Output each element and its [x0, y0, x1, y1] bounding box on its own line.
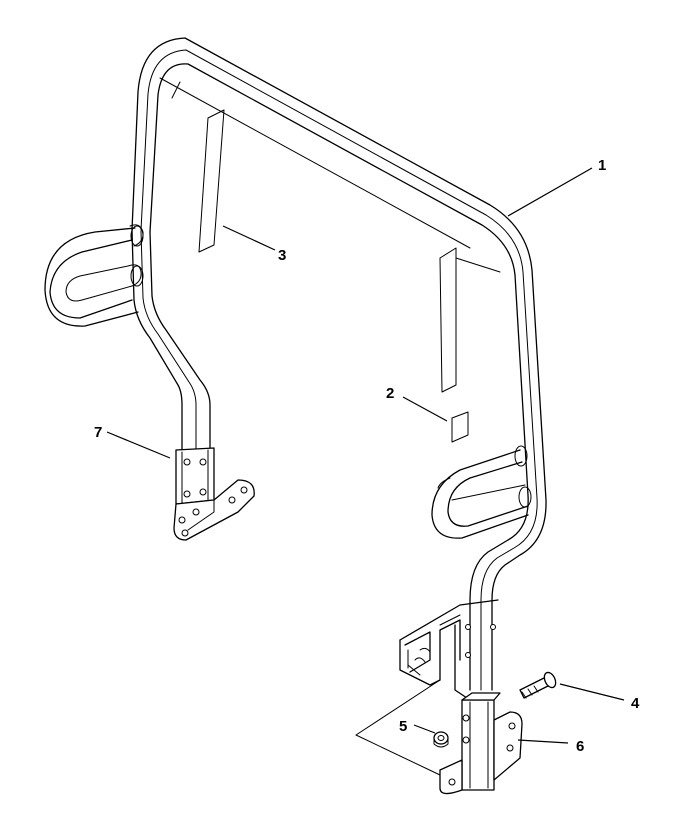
assembly-lines — [355, 679, 441, 776]
callout-3: 3 — [278, 247, 286, 264]
leader-4 — [559, 683, 625, 701]
decal-small — [451, 411, 469, 443]
nut — [433, 731, 449, 748]
decal-right-strip — [439, 247, 457, 393]
leader-5 — [413, 724, 436, 734]
leader-6 — [517, 739, 569, 744]
roll-bar — [44, 37, 547, 691]
callout-1: 1 — [598, 157, 606, 174]
mount-bracket-right — [439, 692, 523, 795]
leader-3 — [222, 225, 276, 251]
callout-4: 4 — [631, 695, 640, 712]
leader-1 — [507, 167, 593, 217]
leader-lines — [106, 167, 625, 744]
callout-5: 5 — [399, 718, 407, 735]
leader-2 — [402, 396, 448, 422]
callout-7: 7 — [94, 424, 102, 441]
mount-bracket-left — [173, 447, 255, 541]
frame-section — [399, 599, 499, 701]
callouts: 1 2 3 4 5 6 7 — [94, 157, 640, 755]
leader-7 — [106, 431, 171, 459]
bolt — [519, 671, 557, 699]
decal-left-strip — [198, 109, 225, 253]
callout-2: 2 — [386, 385, 394, 402]
callout-6: 6 — [576, 738, 584, 755]
